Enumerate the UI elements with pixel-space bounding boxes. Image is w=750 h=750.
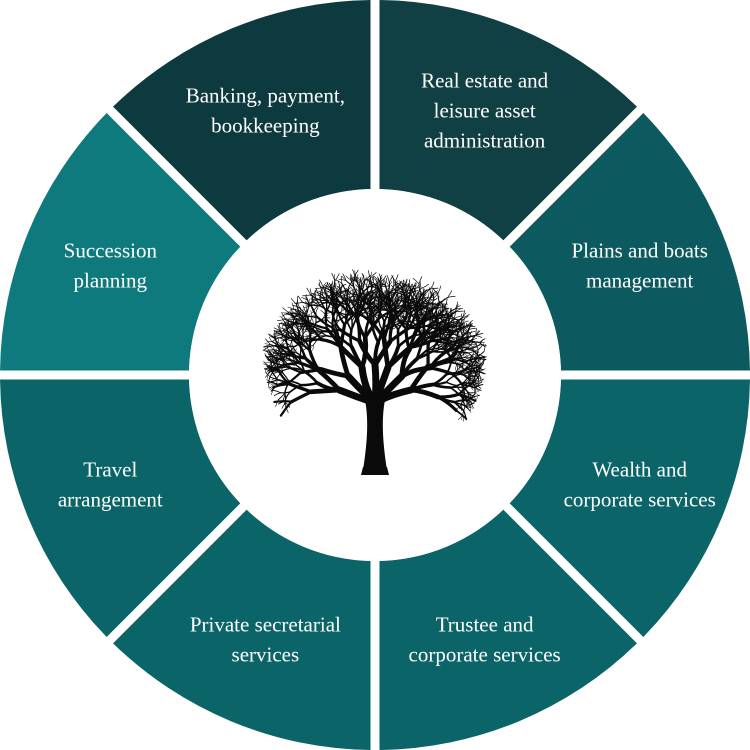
segment-label-line: Private secretarial [190, 613, 341, 637]
segment-label-line: leisure asset [434, 98, 536, 122]
segment-label-line: Plains and boats [571, 238, 708, 262]
wheel-segment [113, 509, 371, 750]
wheel-segment [113, 0, 371, 241]
segment-label-line: Succession [64, 238, 158, 262]
labels-group: Real estate and leisure asset administrati… [58, 68, 716, 666]
wheel-segment [0, 379, 241, 637]
segment-label: Private secretarial services [190, 613, 341, 667]
segment-label-line: bookkeeping [211, 113, 320, 137]
wheel-segment [0, 113, 241, 371]
segment-label: Succession planning [64, 238, 158, 292]
segment-label: Banking, payment, bookkeeping [186, 83, 345, 137]
segment-label-line: Banking, payment, [186, 83, 345, 107]
wheel-segment [509, 379, 750, 637]
segment-label: Trustee and corporate services [409, 613, 561, 667]
segment-label-line: Travel [83, 458, 137, 482]
segment-label-line: corporate services [564, 488, 716, 512]
wheel-segment [379, 0, 637, 241]
segment-label-line: administration [424, 128, 546, 152]
segment-label-line: Real estate and [421, 68, 549, 92]
segment-label-line: corporate services [409, 643, 561, 667]
segment-label: Real estate and leisure asset administrati… [421, 68, 549, 152]
segment-label-line: planning [74, 268, 148, 292]
tree-icon [262, 269, 487, 475]
segment-label-line: arrangement [58, 488, 163, 512]
segment-label-line: management [586, 268, 693, 292]
segment-label-line: services [232, 643, 300, 667]
wheel-segment [509, 113, 750, 371]
wheel-segment [379, 509, 637, 750]
segment-label-line: Trustee and [436, 613, 534, 637]
segment-label: Wealth and corporate services [564, 458, 716, 512]
segment-label-line: Wealth and [592, 458, 687, 482]
segment-label: Travel arrangement [58, 458, 163, 512]
segment-label: Plains and boats management [571, 238, 708, 292]
